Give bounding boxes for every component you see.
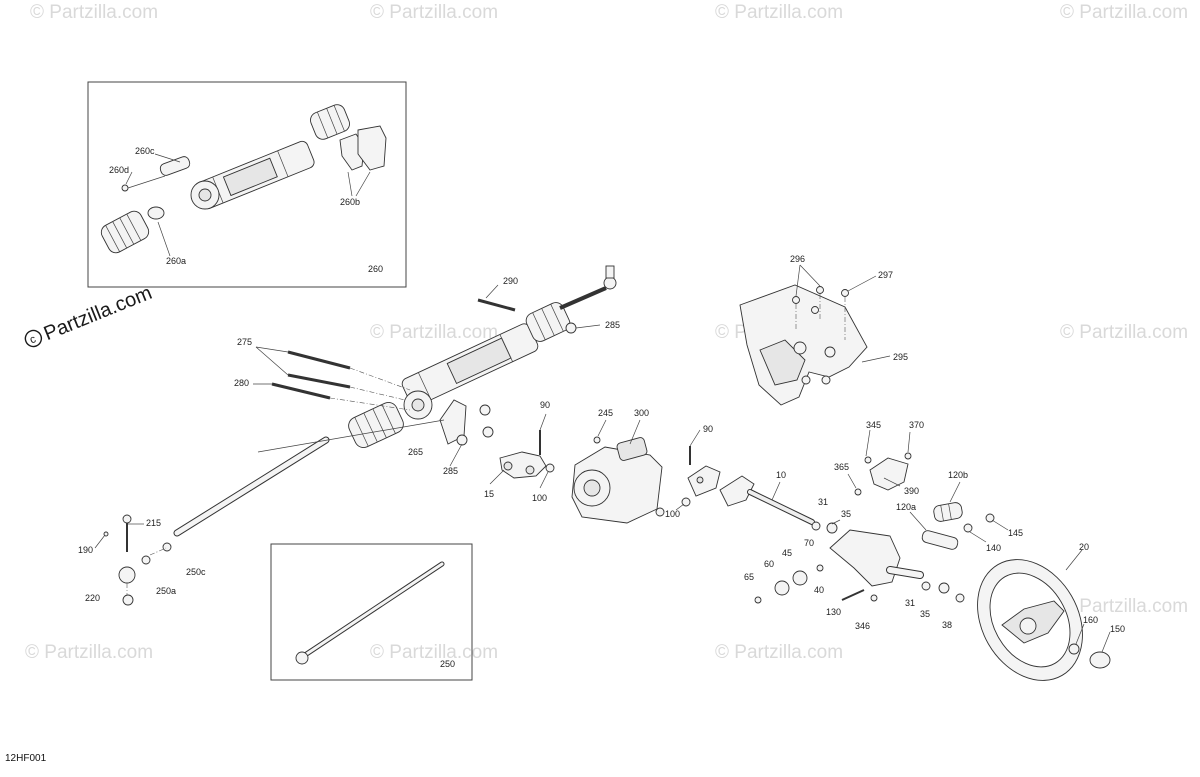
part-label[interactable]: 40 — [814, 585, 824, 595]
part-label[interactable]: 145 — [1008, 528, 1023, 538]
part-label[interactable]: 250c — [186, 567, 206, 577]
watermark: © Partzilla.com — [715, 642, 843, 663]
watermark: © Partzilla.com — [1060, 322, 1188, 343]
part-label[interactable]: 65 — [744, 572, 754, 582]
part-label[interactable]: 260c — [135, 146, 155, 156]
part-label[interactable]: 45 — [782, 548, 792, 558]
part-label[interactable]: 260d — [109, 165, 129, 175]
mount-bracket-drawing — [739, 264, 891, 406]
part-label[interactable]: 280 — [234, 378, 249, 388]
inset-label-260[interactable]: 260 — [368, 264, 383, 274]
part-label[interactable]: 20 — [1079, 542, 1089, 552]
watermark: © Partzilla.com — [370, 322, 498, 343]
part-label[interactable]: 275 — [237, 337, 252, 347]
brand-watermark: © c Partzilla.com — [24, 282, 155, 348]
copyright-icon — [24, 329, 43, 348]
part-label[interactable]: 265 — [408, 447, 423, 457]
part-label[interactable]: 300 — [634, 408, 649, 418]
part-label[interactable]: 346 — [855, 621, 870, 631]
svg-text:c: c — [28, 333, 38, 346]
part-label[interactable]: 220 — [85, 593, 100, 603]
part-label[interactable]: 90 — [703, 424, 713, 434]
part-label[interactable]: 260a — [166, 256, 186, 266]
part-label[interactable]: 297 — [878, 270, 893, 280]
part-label[interactable]: 370 — [909, 420, 924, 430]
watermark-layer: © Partzilla.com © Partzilla.com © Partzi… — [25, 2, 1188, 663]
watermark: © Partzilla.com — [25, 642, 153, 663]
part-label[interactable]: 100 — [665, 509, 680, 519]
part-label[interactable]: 345 — [866, 420, 881, 430]
part-label[interactable]: 35 — [920, 609, 930, 619]
part-label[interactable]: 190 — [78, 545, 93, 555]
brand-name: Partzilla.com — [41, 282, 155, 345]
part-label[interactable]: 15 — [484, 489, 494, 499]
part-label[interactable]: 140 — [986, 543, 1001, 553]
watermark: © Partzilla.com — [370, 2, 498, 23]
inset-box-rack — [87, 81, 407, 288]
part-label[interactable]: 150 — [1110, 624, 1125, 634]
part-label[interactable]: 120b — [948, 470, 968, 480]
part-label[interactable]: 31 — [905, 598, 915, 608]
part-label[interactable]: 90 — [540, 400, 550, 410]
part-label[interactable]: 290 — [503, 276, 518, 286]
part-label[interactable]: 31 — [818, 497, 828, 507]
watermark: © Partzilla.com — [1060, 596, 1188, 617]
inset-box-tie-rod — [270, 543, 473, 681]
part-label[interactable]: 390 — [904, 486, 919, 496]
watermark: © Partzilla.com — [1060, 2, 1188, 23]
diagram-code: 12HF001 — [5, 753, 47, 764]
part-label[interactable]: 250a — [156, 586, 176, 596]
inset-tie-rod-drawing — [295, 561, 445, 665]
main-rack-drawing — [94, 265, 617, 606]
watermark: © Partzilla.com — [715, 2, 843, 23]
part-label[interactable]: 215 — [146, 518, 161, 528]
part-label[interactable]: 285 — [443, 466, 458, 476]
part-label[interactable]: 365 — [834, 462, 849, 472]
part-label[interactable]: 260b — [340, 197, 360, 207]
column-drawing — [754, 429, 1009, 604]
part-label[interactable]: 295 — [893, 352, 908, 362]
part-label[interactable]: 120a — [896, 502, 916, 512]
inset-label-250[interactable]: 250 — [440, 659, 455, 669]
part-label[interactable]: 35 — [841, 509, 851, 519]
part-label[interactable]: 285 — [605, 320, 620, 330]
part-label[interactable]: 60 — [764, 559, 774, 569]
part-label[interactable]: 38 — [942, 620, 952, 630]
steering-wheel-drawing — [977, 549, 1111, 681]
motor-shaft-drawing — [489, 413, 821, 531]
watermark: © Partzilla.com — [370, 642, 498, 663]
part-label[interactable]: 100 — [532, 493, 547, 503]
part-label[interactable]: 245 — [598, 408, 613, 418]
part-label[interactable]: 70 — [804, 538, 814, 548]
part-label[interactable]: 10 — [776, 470, 786, 480]
part-label[interactable]: 130 — [826, 607, 841, 617]
inset-rack-drawing — [100, 104, 387, 257]
part-label[interactable]: 160 — [1083, 615, 1098, 625]
part-label[interactable]: 296 — [790, 254, 805, 264]
watermark: © Partzilla.com — [30, 2, 158, 23]
